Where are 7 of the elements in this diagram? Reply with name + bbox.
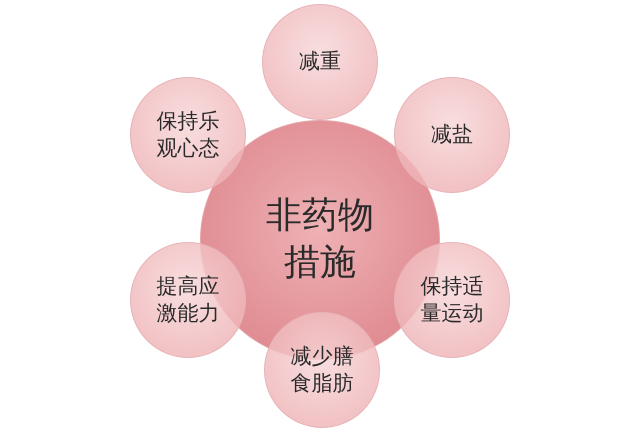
node-label: 减盐 [430, 121, 474, 148]
node-label: 保持适量运动 [420, 272, 484, 327]
node-label: 减少膳食脂肪 [290, 342, 354, 397]
node-label: 非药物措施 [265, 194, 375, 285]
node-label: 提高应激能力 [156, 272, 220, 327]
node-label: 减重 [298, 48, 342, 76]
node-label: 保持乐观心态 [156, 108, 220, 162]
